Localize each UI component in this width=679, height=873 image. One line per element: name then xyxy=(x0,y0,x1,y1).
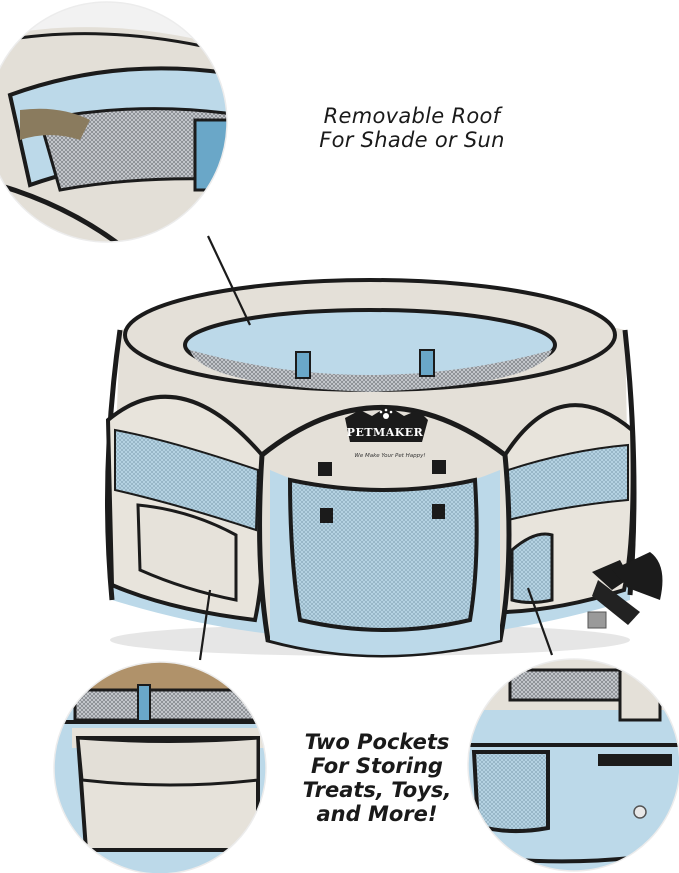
brand-tagline: We Make Your Pet Happy! xyxy=(354,453,426,459)
left-pocket-pointer-line xyxy=(198,589,212,661)
pockets-caption-line-1: Two Pockets xyxy=(304,730,450,754)
roof-caption-line-2: For Shade or Sun xyxy=(319,128,505,153)
left-pocket-closeup xyxy=(54,662,266,873)
bow-tie-carry-bag-icon xyxy=(587,552,663,629)
roof-closeup xyxy=(0,2,227,242)
right-pocket-pointer-line xyxy=(526,587,554,656)
brand-logo: PETMAKER xyxy=(346,426,424,439)
paw-icon xyxy=(379,408,393,419)
roof-caption: Removable Roof For Shade or Sun xyxy=(262,104,562,152)
roof-caption-line-1: Removable Roof xyxy=(323,104,501,128)
pockets-caption: Two Pockets For Storing Treats, Toys, an… xyxy=(282,730,472,827)
pockets-caption-line-3: Treats, Toys, xyxy=(302,778,452,803)
roof-pointer-line xyxy=(207,235,251,326)
playpen xyxy=(105,278,637,658)
pockets-caption-line-4: and More! xyxy=(316,802,438,827)
pockets-caption-line-2: For Storing xyxy=(311,754,443,779)
